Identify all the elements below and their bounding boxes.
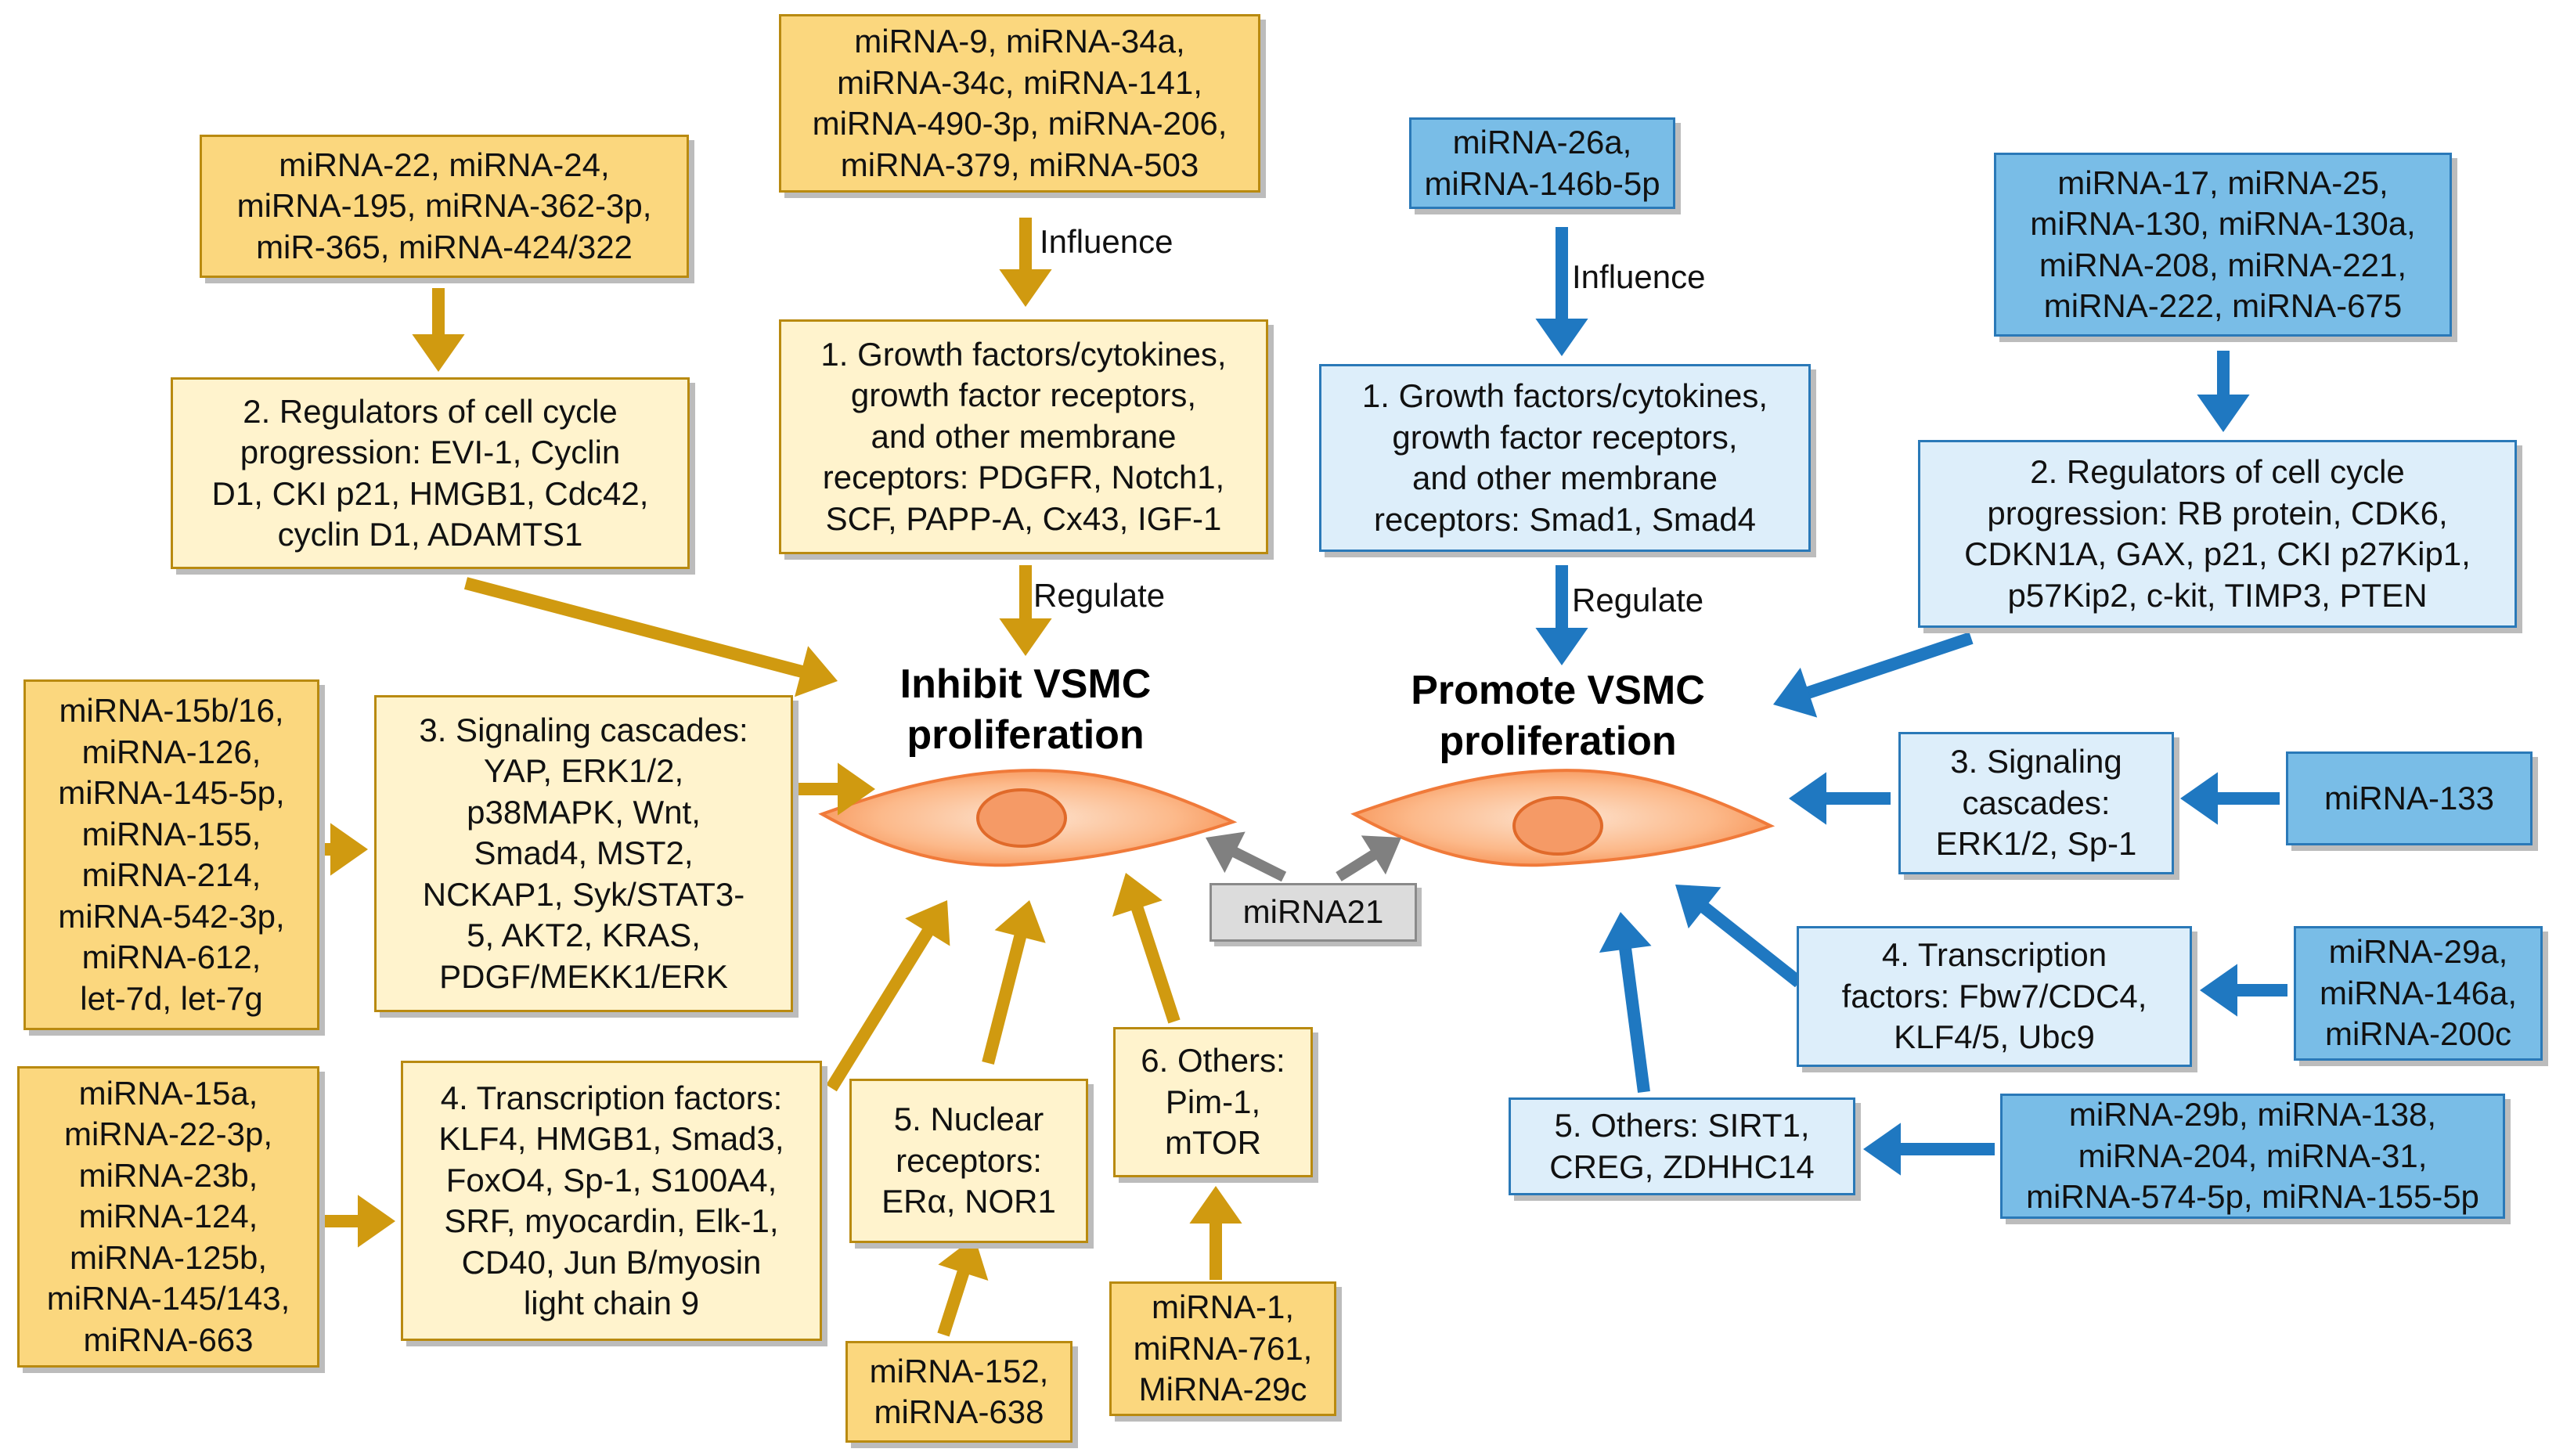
inhibit-cat3-box: 3. Signaling cascades: YAP, ERK1/2, p38M… bbox=[374, 695, 793, 1012]
regulate-label-right: Regulate bbox=[1572, 582, 1704, 618]
arrow-inhibit-cat3 bbox=[799, 762, 875, 816]
arrow-promote-cat2-mirnas bbox=[2197, 351, 2250, 432]
arrow-inhibit-cat4-mirnas bbox=[325, 1195, 395, 1248]
arrow-promote-cat4 bbox=[1675, 885, 1803, 988]
inhibit-cat4-box: 4. Transcription factors: KLF4, HMGB1, S… bbox=[401, 1061, 822, 1341]
inhibit-cat1-mirnas: miRNA-9, miRNA-34a, miRNA-34c, miRNA-141… bbox=[779, 14, 1260, 193]
arrow-promote-cat4-mirnas bbox=[2200, 964, 2287, 1017]
arrow-promote-cat2 bbox=[1773, 632, 1974, 718]
arrow-inhibit-cat2 bbox=[463, 577, 838, 697]
promote-cat2-box: 2. Regulators of cell cycle progression:… bbox=[1918, 440, 2517, 628]
arrow-promote-cat1-mirnas bbox=[1535, 227, 1588, 356]
inhibit-title: Inhibit VSMC proliferation bbox=[899, 661, 1152, 758]
arrow-promote-cat5-mirnas bbox=[1863, 1123, 1995, 1176]
mirna21-box: miRNA21 bbox=[1210, 883, 1417, 942]
promote-cat2-mirnas: miRNA-17, miRNA-25, miRNA-130, miRNA-130… bbox=[1994, 153, 2452, 337]
arrow-inhibit-cat6-mirnas bbox=[1189, 1186, 1242, 1280]
arrow-promote-cat3 bbox=[1789, 772, 1891, 825]
promote-cat5-box: 5. Others: SIRT1, CREG, ZDHHC14 bbox=[1509, 1097, 1855, 1195]
inhibit-cat5-box: 5. Nuclear receptors: ERα, NOR1 bbox=[849, 1079, 1088, 1243]
arrow-promote-cat3-mirnas bbox=[2180, 772, 2280, 825]
arrow-inhibit-cat4 bbox=[826, 900, 950, 1092]
promote-cat5-mirnas: miRNA-29b, miRNA-138, miRNA-204, miRNA-3… bbox=[2000, 1094, 2505, 1219]
promote-cat3-mirnas: miRNA-133 bbox=[2286, 751, 2533, 845]
inhibit-cat2-box: 2. Regulators of cell cycle progression:… bbox=[171, 377, 690, 569]
inhibit-cat5-mirnas: miRNA-152, miRNA-638 bbox=[845, 1341, 1073, 1443]
promote-cat1-box: 1. Growth factors/cytokines, growth fact… bbox=[1319, 364, 1811, 552]
inhibit-cat2-mirnas: miRNA-22, miRNA-24, miRNA-195, miRNA-362… bbox=[200, 135, 689, 278]
arrow-mirna21-inhibit bbox=[1206, 831, 1287, 882]
promote-title: Promote VSMC proliferation bbox=[1411, 668, 1705, 764]
promote-cat3-box: 3. Signaling cascades: ERK1/2, Sp-1 bbox=[1898, 732, 2174, 874]
arrow-mirna21-promote bbox=[1336, 835, 1401, 881]
arrow-inhibit-cat1-mirnas bbox=[999, 218, 1052, 307]
arrow-promote-cat1 bbox=[1535, 565, 1588, 665]
arrow-inhibit-cat5-mirnas bbox=[937, 1237, 989, 1337]
arrow-inhibit-cat2-mirnas bbox=[412, 288, 465, 372]
inhibit-cat1-box: 1. Growth factors/cytokines, growth fact… bbox=[779, 319, 1268, 554]
inhibit-cat4-mirnas: miRNA-15a, miRNA-22-3p, miRNA-23b, miRNA… bbox=[17, 1066, 319, 1368]
arrow-inhibit-cat5 bbox=[982, 900, 1046, 1065]
influence-label-right: Influence bbox=[1572, 258, 1706, 295]
inhibit-cat6-mirnas: miRNA-1, miRNA-761, MiRNA-29c bbox=[1109, 1281, 1336, 1416]
promote-cat4-mirnas: miRNA-29a, miRNA-146a, miRNA-200c bbox=[2294, 926, 2543, 1061]
arrow-promote-cat5 bbox=[1599, 912, 1652, 1094]
promote-cell-nucleus bbox=[1512, 796, 1603, 856]
arrows-layer bbox=[325, 218, 2287, 1337]
inhibit-cell bbox=[818, 769, 1238, 867]
arrow-inhibit-cat3-mirnas bbox=[325, 823, 368, 876]
arrow-inhibit-cat1 bbox=[999, 565, 1052, 656]
promote-cat4-box: 4. Transcription factors: Fbw7/CDC4, KLF… bbox=[1797, 926, 2192, 1067]
inhibit-cat3-mirnas: miRNA-15b/16, miRNA-126, miRNA-145-5p, m… bbox=[23, 679, 319, 1030]
promote-cat1-mirnas: miRNA-26a, miRNA-146b-5p bbox=[1409, 117, 1675, 209]
arrow-inhibit-cat6 bbox=[1112, 873, 1181, 1024]
promote-cell bbox=[1350, 769, 1776, 867]
inhibit-cell-nucleus bbox=[976, 788, 1067, 848]
regulate-label-left: Regulate bbox=[1033, 577, 1166, 614]
influence-label-left: Influence bbox=[1040, 223, 1173, 260]
inhibit-cat6-box: 6. Others: Pim-1, mTOR bbox=[1113, 1027, 1313, 1177]
